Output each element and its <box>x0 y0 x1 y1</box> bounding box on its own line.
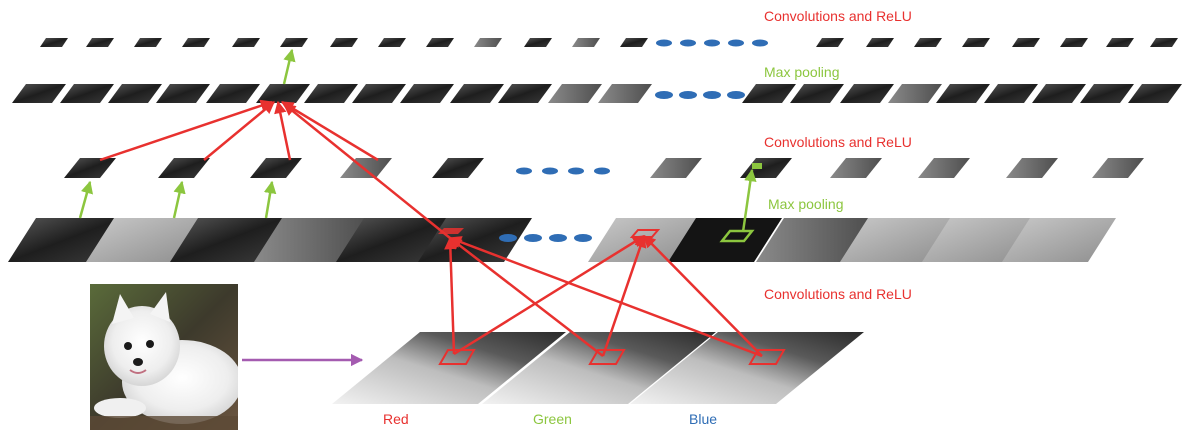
label-conv-relu-middle: Convolutions and ReLU <box>764 134 912 150</box>
layer-conv-1-maps <box>8 218 1116 262</box>
label-conv-relu-bottom: Convolutions and ReLU <box>764 286 912 302</box>
label-max-pooling-middle: Max pooling <box>768 196 844 212</box>
conv-1-arrows <box>444 234 763 358</box>
label-max-pooling-top: Max pooling <box>764 64 840 80</box>
red-channel-map <box>332 332 566 404</box>
dog-photo <box>90 284 238 430</box>
label-conv-relu-top: Convolutions and ReLU <box>764 8 912 24</box>
conv-2-arrows <box>99 99 451 239</box>
layer-conv-2-maps <box>64 158 1144 178</box>
label-blue-channel: Blue <box>689 411 718 427</box>
label-green-channel: Green <box>533 411 572 427</box>
layer-max-pool-2-maps <box>12 84 1182 103</box>
layer-conv-3-maps <box>40 38 1178 47</box>
label-red-channel: Red <box>383 411 409 427</box>
pooling-arrows <box>78 48 757 233</box>
green-channel-map <box>482 332 716 404</box>
blue-channel-map <box>630 332 864 404</box>
input-rgb-channels <box>332 332 864 404</box>
